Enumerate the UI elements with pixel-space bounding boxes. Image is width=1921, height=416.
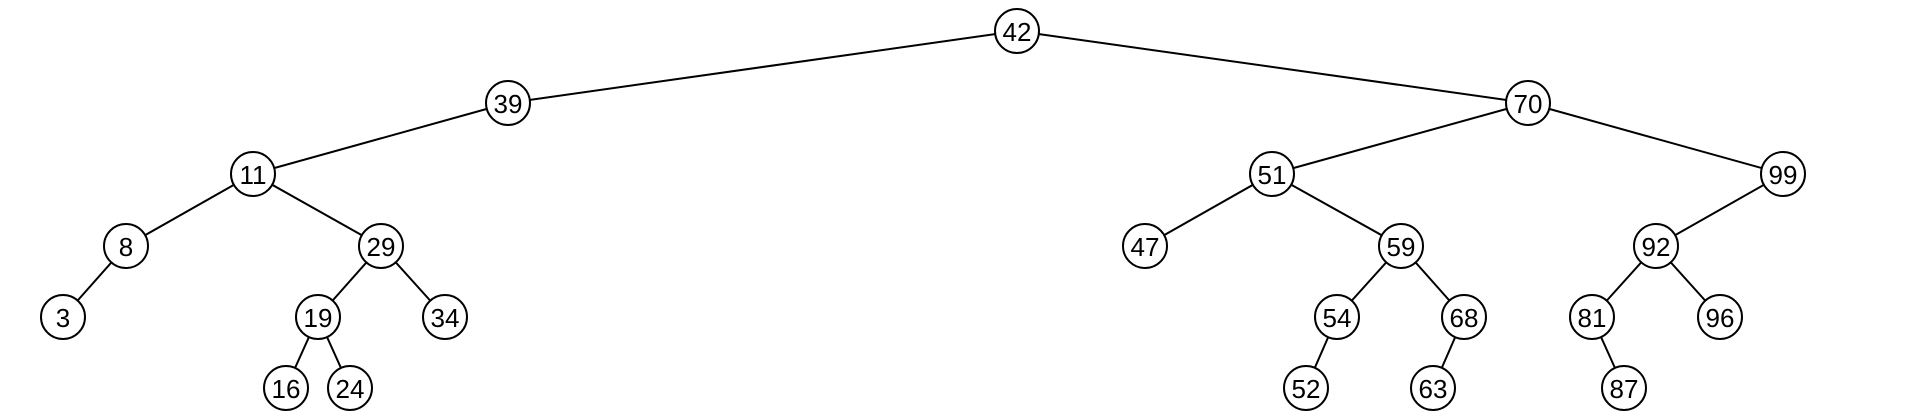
node-label: 96 — [1706, 303, 1735, 333]
node-label: 11 — [240, 160, 267, 190]
node-circle — [1569, 294, 1615, 340]
node-circle — [358, 223, 404, 269]
edge-51-59 — [1271, 173, 1402, 247]
node-label: 81 — [1578, 303, 1607, 333]
node-circle — [230, 151, 276, 197]
tree-node-81: 81 — [1569, 294, 1615, 340]
tree-node-24: 24 — [327, 365, 373, 411]
tree-node-39: 39 — [485, 80, 531, 126]
tree-node-3: 3 — [40, 294, 86, 340]
edge-42-39 — [507, 30, 1018, 104]
node-label: 3 — [56, 303, 70, 333]
edge-99-92 — [1655, 173, 1784, 247]
tree-node-70: 70 — [1505, 80, 1551, 126]
node-label: 59 — [1387, 232, 1416, 262]
node-label: 99 — [1769, 160, 1798, 190]
node-label: 42 — [1003, 17, 1032, 47]
tree-node-92: 92 — [1633, 223, 1679, 269]
tree-node-54: 54 — [1314, 294, 1360, 340]
node-circle — [1249, 151, 1295, 197]
node-circle — [994, 8, 1040, 54]
node-label: 24 — [336, 374, 365, 404]
tree-node-99: 99 — [1760, 151, 1806, 197]
node-circle — [1505, 80, 1551, 126]
tree-nodes: 42 39 70 11 51 99 8 29 47 59 92 3 19 34 54 68 81 96 16 24 52… — [40, 8, 1806, 411]
node-label: 29 — [367, 232, 396, 262]
tree-node-42: 42 — [994, 8, 1040, 54]
node-label: 39 — [494, 89, 523, 119]
node-circle — [1122, 223, 1168, 269]
node-circle — [422, 294, 468, 340]
tree-node-11: 11 — [230, 151, 276, 197]
node-label: 68 — [1450, 303, 1479, 333]
node-circle — [1633, 223, 1679, 269]
edge-39-11 — [252, 102, 509, 175]
edge-11-29 — [252, 173, 382, 247]
edge-70-51 — [1271, 102, 1529, 175]
node-label: 54 — [1323, 303, 1352, 333]
tree-node-59: 59 — [1378, 223, 1424, 269]
node-circle — [103, 223, 149, 269]
tree-node-87: 87 — [1601, 365, 1647, 411]
tree-node-19: 19 — [295, 294, 341, 340]
node-label: 87 — [1610, 374, 1639, 404]
node-circle — [1378, 223, 1424, 269]
node-label: 52 — [1292, 374, 1321, 404]
node-label: 19 — [304, 303, 333, 333]
tree-node-16: 16 — [263, 365, 309, 411]
tree-node-29: 29 — [358, 223, 404, 269]
edge-11-8 — [125, 173, 254, 247]
node-circle — [1697, 294, 1743, 340]
tree-node-8: 8 — [103, 223, 149, 269]
node-label: 92 — [1642, 232, 1671, 262]
node-circle — [1283, 365, 1329, 411]
edge-70-99 — [1527, 102, 1784, 175]
node-circle — [263, 365, 309, 411]
node-circle — [327, 365, 373, 411]
tree-node-68: 68 — [1441, 294, 1487, 340]
tree-node-51: 51 — [1249, 151, 1295, 197]
node-label: 63 — [1419, 374, 1448, 404]
node-circle — [295, 294, 341, 340]
node-label: 70 — [1514, 89, 1543, 119]
tree-node-96: 96 — [1697, 294, 1743, 340]
node-circle — [1601, 365, 1647, 411]
tree-node-34: 34 — [422, 294, 468, 340]
node-label: 47 — [1131, 232, 1160, 262]
node-circle — [485, 80, 531, 126]
node-label: 34 — [431, 303, 460, 333]
node-circle — [1314, 294, 1360, 340]
node-label: 8 — [119, 232, 133, 262]
node-label: 16 — [272, 374, 301, 404]
node-circle — [1760, 151, 1806, 197]
node-label: 51 — [1258, 160, 1287, 190]
node-circle — [1441, 294, 1487, 340]
tree-node-47: 47 — [1122, 223, 1168, 269]
tree-node-63: 63 — [1410, 365, 1456, 411]
edge-51-47 — [1144, 173, 1273, 247]
node-circle — [1410, 365, 1456, 411]
edge-42-70 — [1016, 30, 1529, 104]
node-circle — [40, 294, 86, 340]
tree-node-52: 52 — [1283, 365, 1329, 411]
